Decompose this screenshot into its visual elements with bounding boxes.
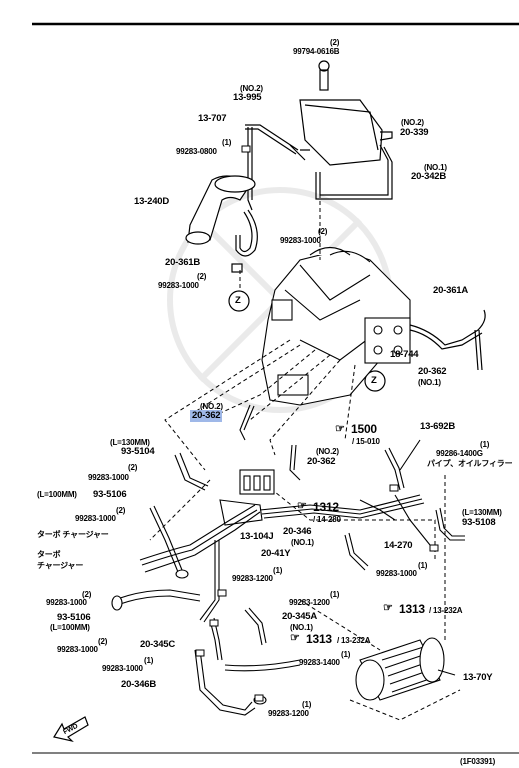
ref-number: 1313: [399, 602, 425, 616]
ref-arrow-icon: ☞: [383, 602, 393, 614]
zone-marker-z: Z: [371, 375, 377, 386]
part-tag: (NO.1): [418, 378, 441, 387]
part-qty: (1): [480, 440, 490, 449]
part-number: 99283-1000: [75, 514, 116, 523]
part-number: 99794-0616B: [293, 47, 340, 56]
part-description: チャージャー: [37, 561, 84, 570]
ref-number: 1500: [351, 422, 377, 436]
part-length: (L=130MM): [462, 508, 502, 517]
part-number: 13-70Y: [463, 672, 493, 683]
part-qty: (1): [144, 656, 154, 665]
part-qty: (1): [273, 566, 283, 575]
part-number: 14-270: [384, 540, 413, 551]
ref-arrow-icon: ☞: [297, 500, 307, 512]
part-number: 13-104J: [240, 531, 274, 542]
part-qty: (2): [116, 506, 126, 515]
part-number: 20-346B: [121, 679, 157, 690]
part-number: 99283-1200: [232, 574, 273, 583]
part-number: 20-362: [418, 366, 447, 377]
part-number: 99283-1000: [280, 236, 321, 245]
part-length: (L=130MM): [110, 438, 150, 447]
part-number: 13-240D: [134, 196, 170, 207]
part-tag: (NO.1): [291, 538, 314, 547]
part-number: 99286-1400G: [436, 449, 483, 458]
part-number: 20-346: [283, 526, 312, 537]
part-number: 20-41Y: [261, 548, 291, 559]
part-tag: (NO.1): [290, 623, 313, 632]
part-description: パイプ、オイルフィラー: [427, 459, 513, 468]
part-number: 93-5108: [462, 517, 496, 528]
zone-marker-z: Z: [235, 295, 241, 306]
fwd-arrow: [53, 716, 89, 743]
part-qty: (1): [418, 561, 428, 570]
engine-intake-manifold: [261, 246, 411, 406]
part-tag: (NO.2): [401, 118, 424, 127]
part-tag: (NO.1): [424, 163, 447, 172]
ref-number: 1312: [313, 500, 339, 514]
part-number: 20-339: [400, 127, 429, 138]
part-number: 99283-1000: [46, 598, 87, 607]
part-qty: (2): [128, 463, 138, 472]
part-number: 20-361A: [433, 285, 469, 296]
solenoid-bracket: [219, 469, 275, 526]
part-number: 20-361B: [165, 257, 201, 268]
part-tag: (NO.2): [240, 84, 263, 93]
part-description: ターボ: [37, 550, 61, 559]
part-number: 99283-0800: [176, 147, 217, 156]
part-number: 93-5106: [57, 612, 91, 623]
part-number: 93-5106: [93, 489, 127, 500]
part-number: 20-345A: [282, 611, 318, 622]
part-number: 99283-1000: [102, 664, 143, 673]
part-number: 99283-1200: [289, 598, 330, 607]
part-qty: (1): [222, 138, 232, 147]
ref-page: / 13-232A: [337, 636, 371, 645]
part-number: 18-744: [390, 349, 419, 360]
ref-page: / 15-010: [352, 437, 380, 446]
part-number: 93-5104: [121, 446, 155, 457]
part-number: 20-362: [307, 456, 336, 467]
part-number: 20-345C: [140, 639, 176, 650]
part-number-highlighted[interactable]: 20-362: [190, 410, 223, 422]
part-qty: (2): [82, 590, 92, 599]
part-number: 99283-1000: [158, 281, 199, 290]
part-tag: (NO.2): [316, 447, 339, 456]
part-qty: (2): [98, 637, 108, 646]
diagram-id: (1F03391): [460, 757, 496, 766]
part-qty: (2): [330, 38, 340, 47]
part-length: (L=100MM): [37, 490, 77, 499]
part-number: 13-995: [233, 92, 262, 103]
resonator-top: [289, 60, 393, 166]
part-qty: (1): [341, 650, 351, 659]
part-number: 99283-1000: [88, 473, 129, 482]
ref-number: 1313: [306, 632, 332, 646]
ref-page: / 14-280: [313, 515, 341, 524]
part-qty: (2): [197, 272, 207, 281]
part-number: 99283-1000: [376, 569, 417, 578]
part-qty: (1): [302, 700, 312, 709]
part-number: 13-692B: [420, 421, 456, 432]
part-description: ターボ チャージャー: [37, 530, 109, 539]
ref-page: / 13-232A: [429, 606, 463, 615]
air-elbow: [185, 175, 256, 245]
part-number: 99283-1400: [299, 658, 340, 667]
part-number: 99283-1200: [268, 709, 309, 718]
ref-arrow-icon: ☞: [335, 423, 345, 435]
part-number: 99283-1000: [57, 645, 98, 654]
part-length: (L=100MM): [50, 623, 90, 632]
part-number: 20-342B: [411, 171, 447, 182]
part-number: 13-707: [198, 113, 227, 124]
part-qty: (1): [330, 590, 340, 599]
part-qty: (2): [318, 227, 328, 236]
ref-arrow-icon: ☞: [290, 632, 300, 644]
part-tag-highlighted: (NO.2): [200, 402, 223, 411]
starter-motor: [355, 637, 456, 701]
